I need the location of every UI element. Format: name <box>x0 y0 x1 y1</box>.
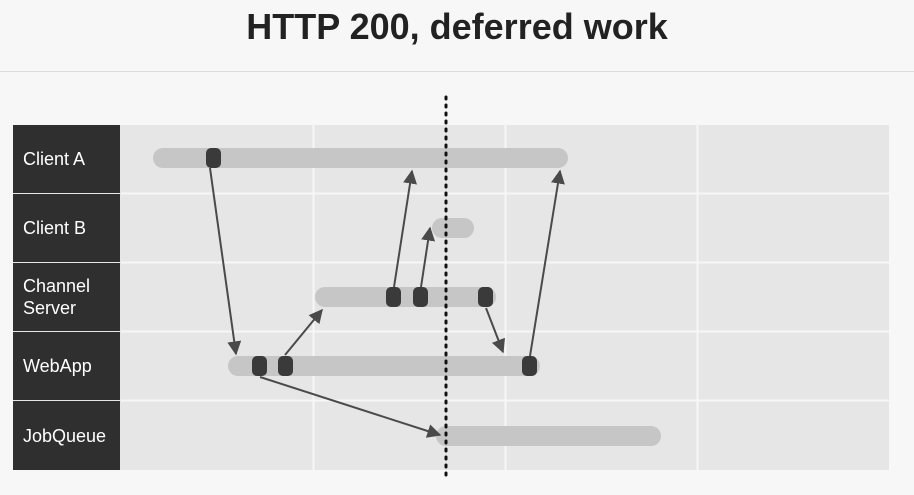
lane-label-webapp: WebApp <box>13 332 120 400</box>
event-marker <box>278 356 293 376</box>
arrow-channel-server-to-client-b <box>420 226 436 288</box>
event-marker <box>522 356 537 376</box>
title-divider <box>0 71 914 72</box>
arrow-webapp-to-client-a <box>529 169 565 357</box>
event-marker <box>386 287 401 307</box>
arrow-channel-server-to-client-a <box>393 169 417 288</box>
arrow-webapp-to-channel-server <box>284 308 323 356</box>
event-marker <box>252 356 267 376</box>
lane-label-channel-server: Channel Server <box>13 263 120 331</box>
arrow-webapp-to-jobqueue <box>259 376 442 438</box>
event-marker <box>478 287 493 307</box>
arrow-client-a-to-webapp <box>209 167 242 356</box>
lane-label-client-a: Client A <box>13 125 120 193</box>
lane-label-client-b: Client B <box>13 194 120 262</box>
lane-label-jobqueue: JobQueue <box>13 401 120 470</box>
arrow-channel-server-to-webapp <box>485 307 505 354</box>
diagram-title: HTTP 200, deferred work <box>246 6 668 47</box>
event-marker <box>413 287 428 307</box>
grid-lines <box>121 125 889 470</box>
event-marker <box>206 148 221 168</box>
